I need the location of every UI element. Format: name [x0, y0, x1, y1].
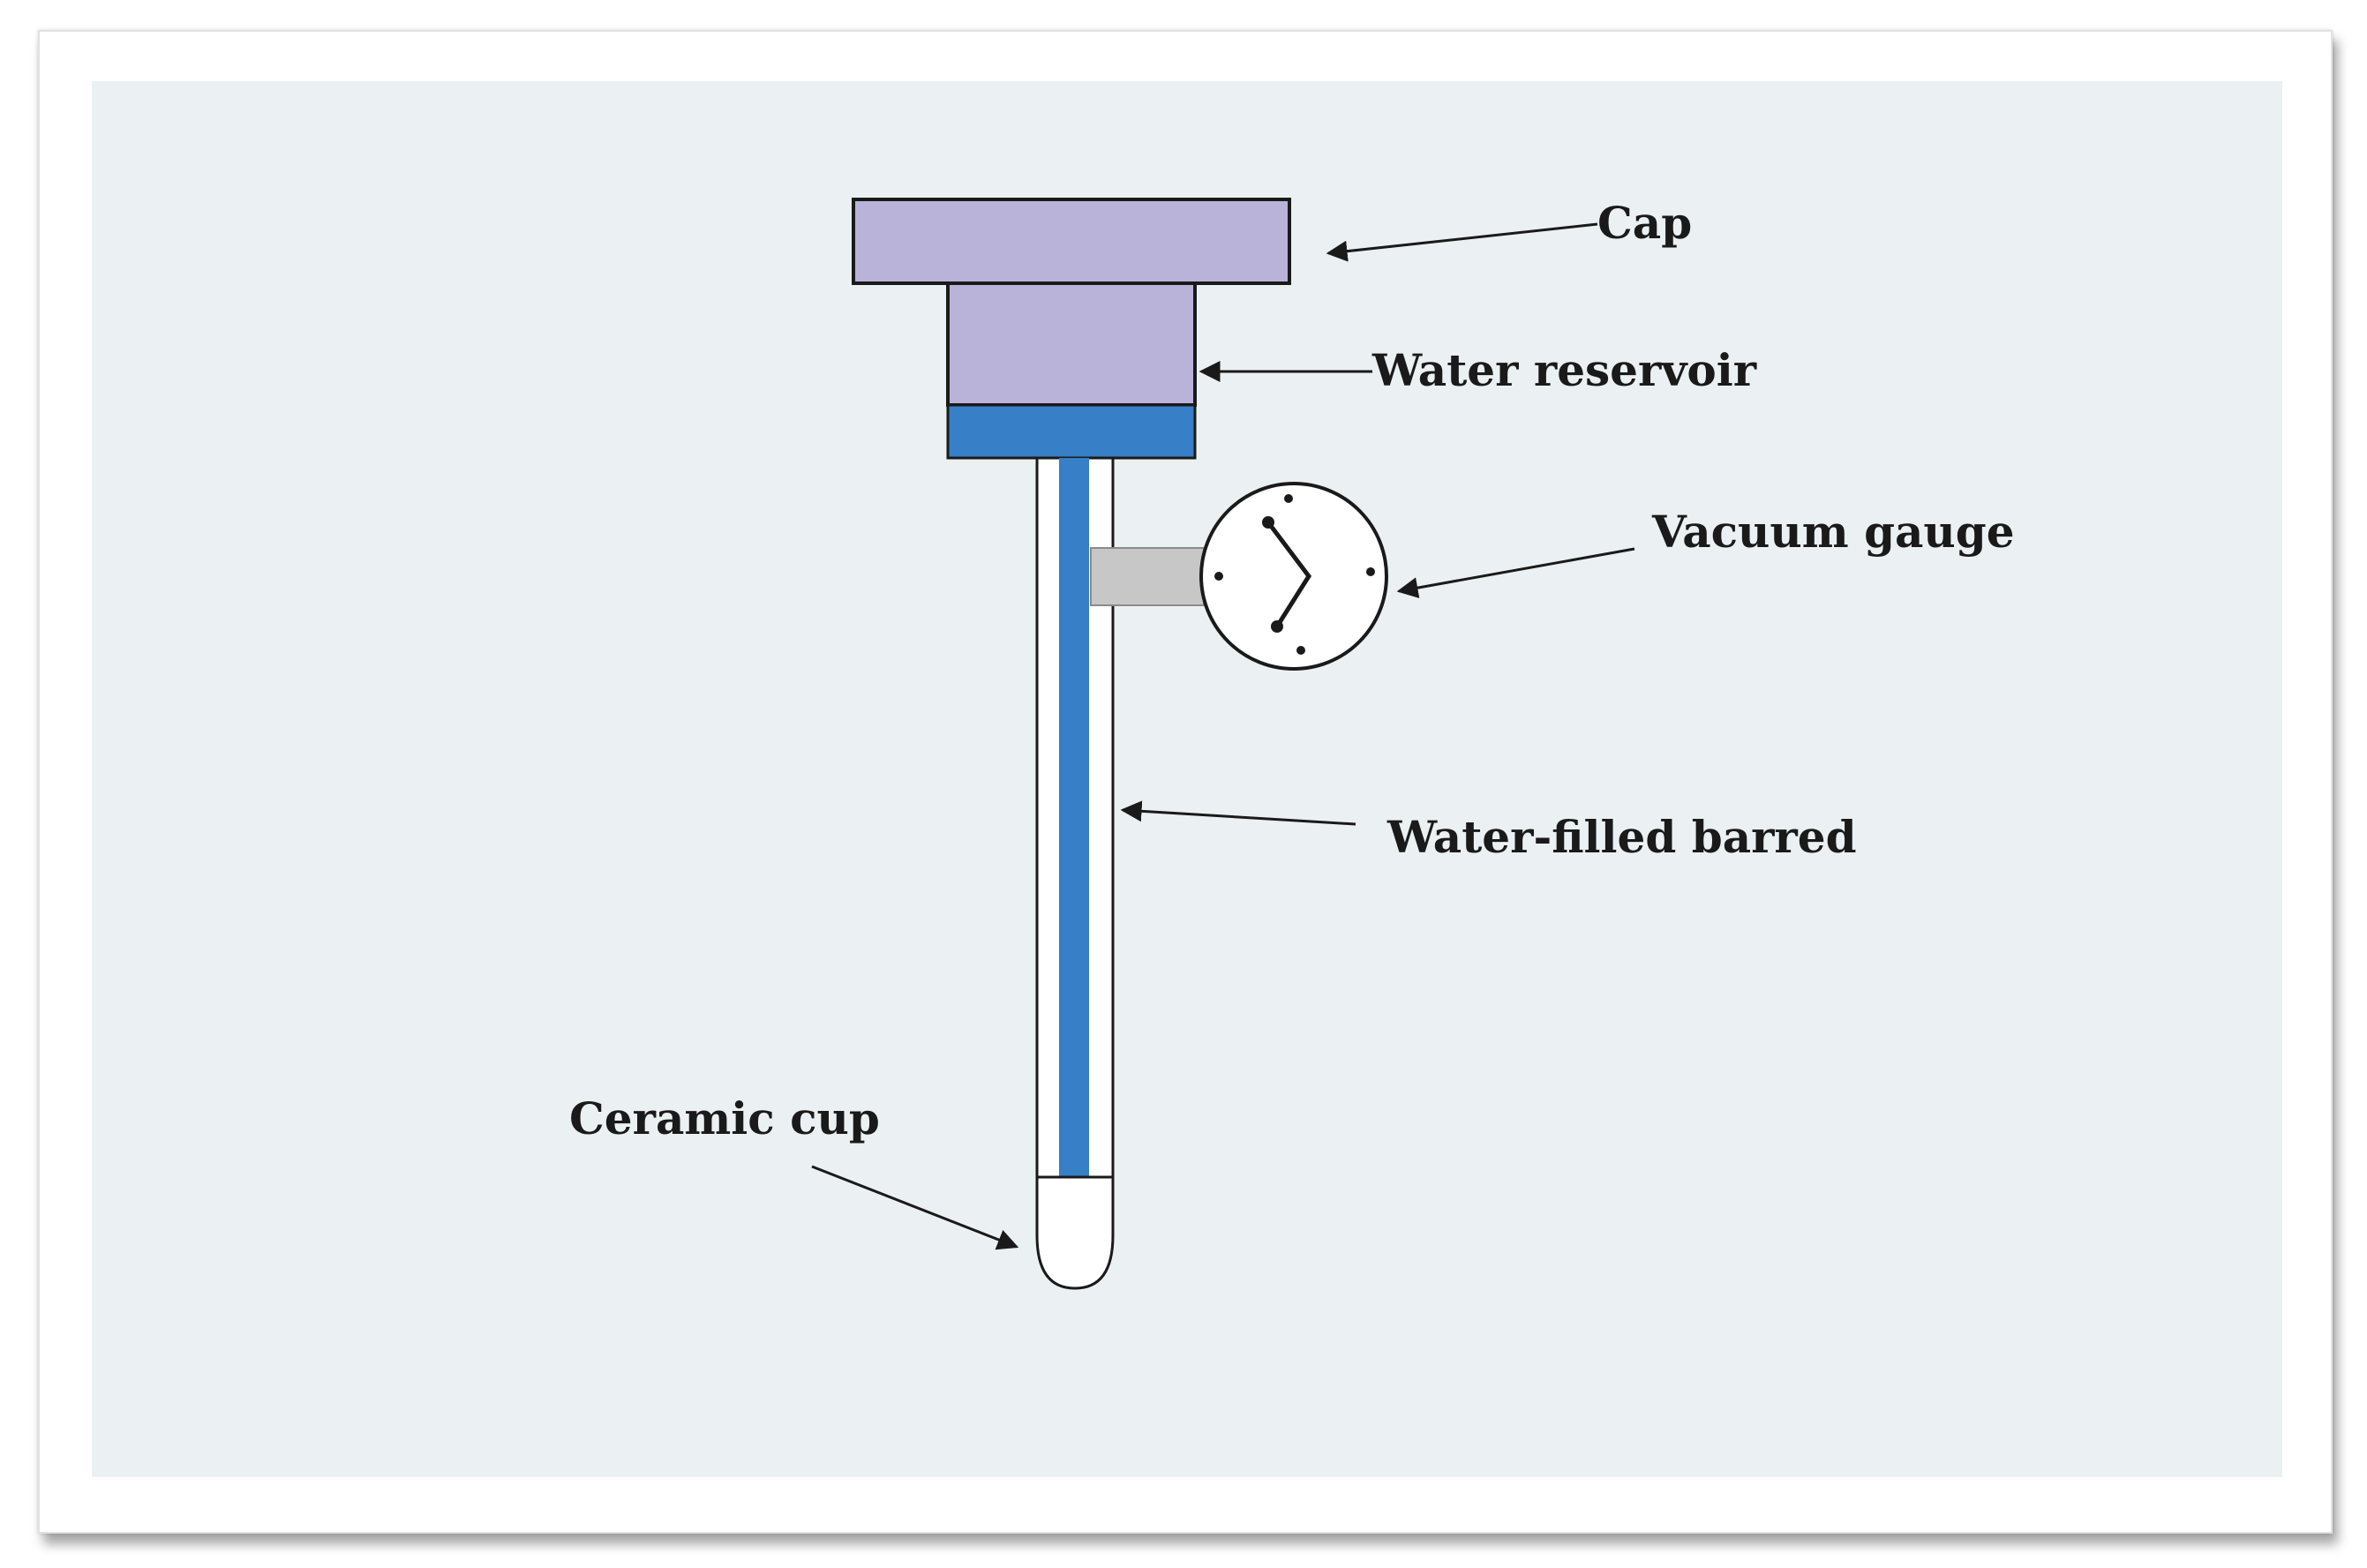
ceramic-cup-arrow	[811, 1165, 1019, 1250]
cap	[852, 198, 1291, 285]
reservoir-water	[946, 403, 1197, 460]
ceramic-cup	[1035, 1175, 1115, 1290]
barrel-arrow	[1120, 800, 1356, 826]
water-reservoir	[946, 281, 1197, 407]
vacuum-gauge-label: Vacuum gauge	[1651, 506, 2015, 558]
clock-dial-icon	[1199, 482, 1388, 671]
ceramic-cup-label: Ceramic cup	[569, 1092, 880, 1144]
cap-label: Cap	[1597, 197, 1692, 249]
gauge-stem	[1090, 547, 1205, 606]
cap-arrow	[1326, 222, 1598, 262]
gauge-arrow	[1396, 547, 1635, 598]
water-reservoir-label: Water reservoir	[1371, 344, 1757, 396]
barrel-water-column	[1059, 458, 1089, 1177]
barrel-label: Water-filled barred	[1386, 811, 1857, 863]
